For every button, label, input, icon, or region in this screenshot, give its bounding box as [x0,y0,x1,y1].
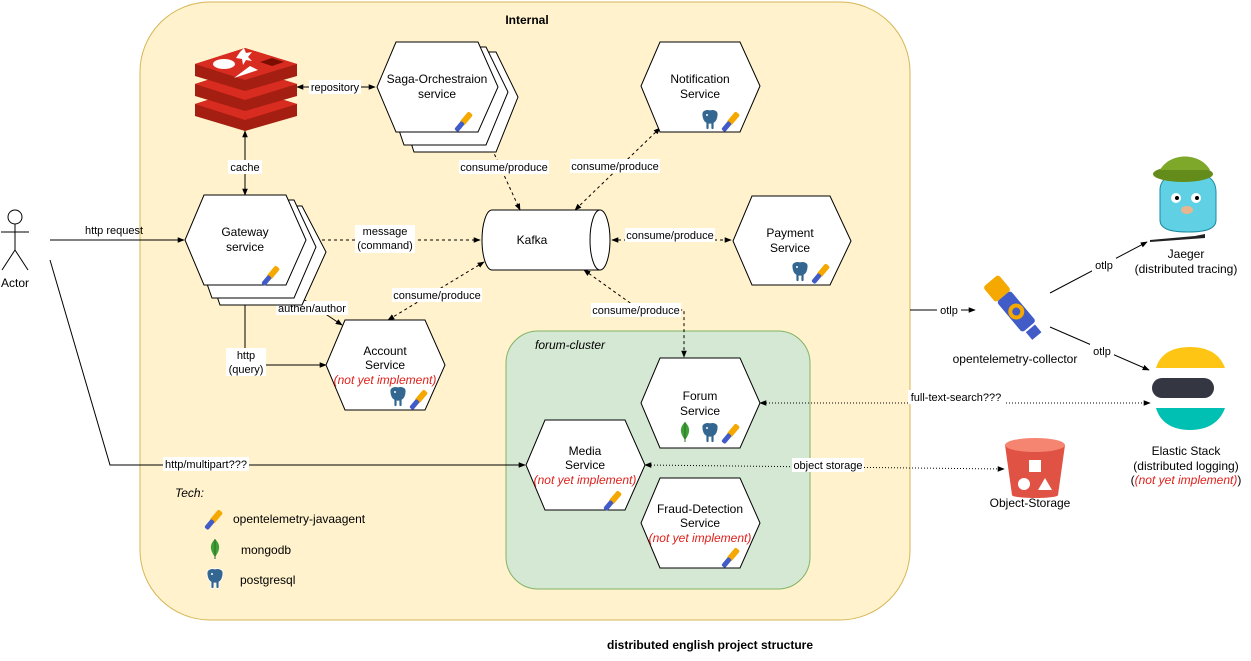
edge-http-multipart [49,259,526,468]
tech-legend: Tech: opentelemetry-javaagent mongodb po… [175,486,366,589]
edge-label-kafka-payment: consume/produce [626,230,713,242]
fraud-detection-service-node[interactable]: Fraud-Detection Service (not yet impleme… [640,477,761,569]
actor-figure [1,209,29,271]
saga-service-label-2: service [418,87,456,101]
elastic-stack-icon [1152,347,1225,430]
redis-icon [195,48,297,131]
edge-label-kafka-account: consume/produce [393,290,480,302]
payment-service-node[interactable]: Payment Service [732,195,852,286]
jaeger-label-2: (distributed tracing) [1135,262,1238,276]
notification-service-label-1: Notification [670,72,729,86]
legend-item-mongodb: mongodb [241,543,291,557]
elastic-status: ((not yet implement)) [1131,473,1242,487]
edge-label-full-text-search: full-text-search??? [911,392,1002,404]
edge-label-repository: repository [311,82,360,94]
diagram-title: distributed english project structure [607,638,813,652]
elastic-label-1: Elastic Stack [1152,444,1222,458]
account-service-node[interactable]: Account Service (not yet implement) [325,319,446,411]
forum-service-node[interactable]: Forum Service [640,357,761,449]
edge-label-http-query-1: http [237,350,255,362]
forum-service-label-1: Forum [683,389,718,403]
edge-label-otlp-collector: otlp [940,305,958,317]
elastic-label-2: (distributed logging) [1133,459,1238,473]
edge-label-message-2: (command) [357,240,413,252]
kafka-node[interactable]: Kafka [481,209,611,271]
kafka-label: Kafka [517,233,548,247]
jaeger-label-1: Jaeger [1168,247,1205,261]
edge-label-kafka-forum: consume/produce [592,305,679,317]
edge-label-http-multipart: http/multipart??? [165,459,247,471]
actor-label: Actor [1,276,29,290]
media-service-node[interactable]: Media Service (not yet implement) [525,419,646,512]
edge-label-otlp-elastic: otlp [1093,346,1111,358]
fraud-service-label-1: Fraud-Detection [657,502,743,516]
saga-service-label-1: Saga-Orchestraion [387,72,488,86]
edge-label-message-1: message [363,226,408,238]
gateway-service-label-2: service [226,240,264,254]
notification-service-label-2: Service [680,87,720,101]
edge-label-saga-kafka: consume/produce [460,162,547,174]
object-storage-label: Object-Storage [990,496,1071,510]
object-storage-bucket-icon [1005,438,1065,498]
media-service-label-2: Service [565,458,605,472]
opentelemetry-collector-icon [984,275,1042,340]
forum-cluster-label: forum-cluster [535,338,606,352]
media-service-status: (not yet implement) [534,473,637,487]
account-service-label-1: Account [363,344,407,358]
edge-label-notification-kafka: consume/produce [571,161,658,173]
saga-service-node[interactable]: Saga-Orchestraion service [376,41,519,153]
legend-item-postgresql: postgresql [240,573,295,587]
fraud-service-label-2: Service [680,516,720,530]
legend-title: Tech: [175,486,204,500]
account-service-status: (not yet implement) [334,373,437,387]
edge-label-http-request: http request [85,225,143,237]
payment-service-label-1: Payment [766,226,814,240]
gateway-service-node[interactable]: Gateway service [184,194,327,306]
gateway-service-label-1: Gateway [221,225,268,239]
jaeger-gopher-icon [1150,156,1217,242]
edge-notification-kafka [574,127,661,211]
account-service-label-2: Service [365,358,405,372]
edge-label-cache: cache [230,162,259,174]
media-service-label-1: Media [569,444,602,458]
otel-collector-label: opentelemetry-collector [953,352,1078,366]
notification-service-node[interactable]: Notification Service [640,41,761,133]
edge-label-authen-author: authen/author [278,303,346,315]
payment-service-label-2: Service [770,241,810,255]
fraud-service-status: (not yet implement) [649,531,752,545]
forum-service-label-2: Service [680,404,720,418]
internal-zone-label: Internal [505,13,548,27]
edge-label-object-storage: object storage [793,460,862,472]
edge-label-otlp-jaeger: otlp [1095,260,1113,272]
legend-item-otel: opentelemetry-javaagent [233,512,366,526]
edge-label-http-query-2: (query) [229,364,264,376]
